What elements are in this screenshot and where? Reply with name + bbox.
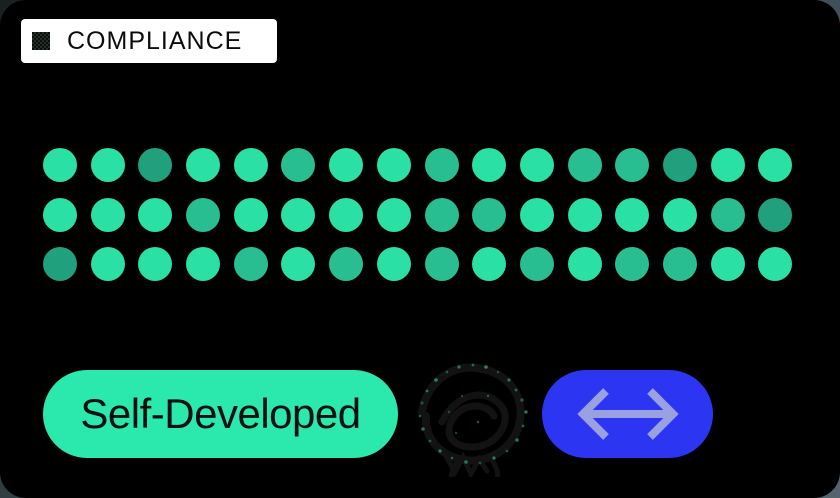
grid-dot xyxy=(567,148,602,182)
grid-dot xyxy=(758,148,793,182)
doodle-speckle xyxy=(484,365,488,369)
grid-dot xyxy=(329,197,364,232)
grid-dot xyxy=(662,247,697,281)
grid-dot xyxy=(329,148,364,182)
grid-dot xyxy=(281,197,316,232)
grid-dot xyxy=(472,247,507,281)
doodle-speckle xyxy=(445,370,449,374)
grid-dot xyxy=(376,197,411,232)
doodle-speckle xyxy=(515,438,519,442)
doodle-speckles xyxy=(418,363,528,465)
grid-dot xyxy=(615,148,650,182)
doodle-speckle xyxy=(505,449,509,453)
grid-dot xyxy=(233,197,268,232)
horizontal-double-arrow-icon xyxy=(576,388,679,440)
doodle-speckle xyxy=(425,389,429,393)
grid-dot xyxy=(519,197,554,232)
grid-dot xyxy=(186,148,221,182)
grid-dot xyxy=(472,197,507,232)
grid-dot xyxy=(43,148,77,182)
grid-dot xyxy=(567,197,602,232)
doodle-speckle xyxy=(460,394,464,398)
doodle-speckle xyxy=(434,378,438,382)
doodle-speckle xyxy=(496,370,500,374)
doodle-speckle xyxy=(454,431,458,435)
grid-dot xyxy=(710,247,745,281)
doodle-speckle xyxy=(464,460,468,464)
doodle-speckle xyxy=(507,378,511,382)
grid-dot xyxy=(662,197,697,232)
grid-dot xyxy=(710,197,745,232)
doodle-speckle xyxy=(492,456,496,460)
grid-dot xyxy=(281,148,316,182)
grid-dot xyxy=(519,148,554,182)
hand-scribble-doodle xyxy=(418,363,528,477)
doodle-speckle xyxy=(457,365,461,369)
grid-dot xyxy=(90,197,125,232)
grid-dot xyxy=(615,197,650,232)
grid-dot xyxy=(710,148,745,182)
grid-dot xyxy=(662,148,697,182)
compliance-badge-label: COMPLIANCE xyxy=(67,26,243,55)
grid-dot xyxy=(519,247,554,281)
doodle-speckle xyxy=(421,427,425,431)
grid-dot xyxy=(567,247,602,281)
grid-dot xyxy=(138,148,173,182)
grid-dot xyxy=(758,197,793,232)
compliance-badge: COMPLIANCE xyxy=(21,19,277,63)
doodle-speckle xyxy=(447,410,451,414)
doodle-speckle xyxy=(450,456,454,460)
doodle-speckle xyxy=(520,398,524,402)
doodle-speckle xyxy=(521,424,525,428)
grid-dot xyxy=(138,197,173,232)
grid-dot xyxy=(472,148,507,182)
self-developed-button-label: Self-Developed xyxy=(80,390,361,437)
doodle-speckle xyxy=(514,388,518,392)
resize-button[interactable] xyxy=(542,370,713,458)
grid-dot xyxy=(233,247,268,281)
grid-dot xyxy=(376,148,411,182)
grid-dot xyxy=(43,197,77,232)
grid-dot xyxy=(329,247,364,281)
grid-dot xyxy=(186,197,221,232)
dot-grid xyxy=(43,148,793,281)
doodle-speckle xyxy=(418,414,422,418)
doodle-speckle xyxy=(486,394,490,398)
grid-dot xyxy=(138,247,173,281)
doodle-speckle xyxy=(471,363,475,367)
grid-dot xyxy=(758,247,793,281)
grid-dot xyxy=(615,247,650,281)
halftone-square-icon xyxy=(32,32,50,50)
grid-dot xyxy=(424,197,459,232)
doodle-speckle xyxy=(478,461,482,465)
doodle-speckle xyxy=(476,420,480,424)
grid-dot xyxy=(186,247,221,281)
grid-dot xyxy=(424,247,459,281)
grid-dot xyxy=(281,247,316,281)
doodle-speckle xyxy=(524,410,528,414)
grid-dot xyxy=(43,247,77,281)
doodle-speckle xyxy=(420,401,424,405)
grid-dot xyxy=(424,148,459,182)
self-developed-button[interactable]: Self-Developed xyxy=(43,370,398,458)
doodle-speckle xyxy=(428,439,432,443)
grid-dot xyxy=(90,247,125,281)
doodle-speckle xyxy=(438,449,442,453)
grid-dot xyxy=(90,148,125,182)
grid-dot xyxy=(233,148,268,182)
grid-dot xyxy=(376,247,411,281)
